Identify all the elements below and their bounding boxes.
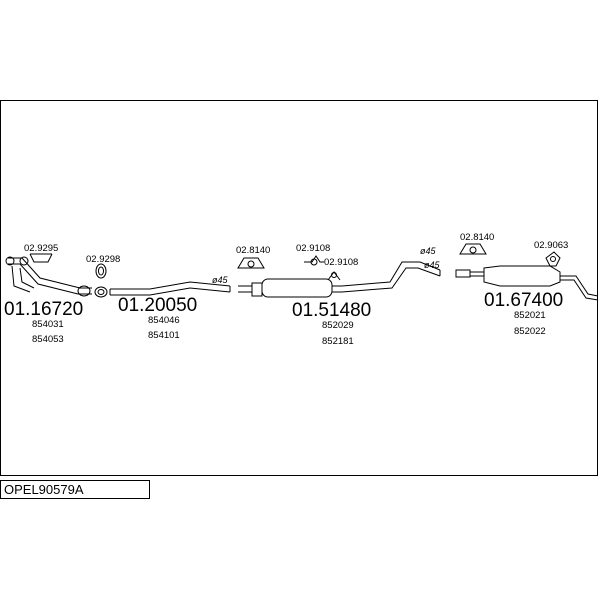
- part-ref-852029: 852029: [322, 320, 354, 331]
- gasket-02-9298-drawing: [95, 263, 107, 279]
- part-code-01-20050: 01.20050: [118, 295, 197, 316]
- diameter-label-1: ø45: [212, 275, 229, 285]
- hanger-02-9063-drawing: [545, 251, 561, 267]
- part-code-01-51480: 01.51480: [292, 300, 371, 321]
- accessory-label-02-9108-b: 02.9108: [324, 257, 358, 268]
- front-pipe-drawing: [5, 256, 92, 297]
- diagram-frame: [0, 100, 598, 476]
- hanger-02-9108-drawing: [304, 255, 341, 281]
- diagram-title: OPEL90579A: [0, 480, 150, 499]
- clamp-02-9295-drawing: [29, 253, 53, 263]
- accessory-label-02-8140-right: 02.8140: [460, 232, 494, 243]
- accessory-label-02-9108-a: 02.9108: [296, 243, 330, 254]
- hanger-02-8140-left-drawing: [237, 257, 265, 269]
- part-ref-852021: 852021: [514, 310, 546, 321]
- centre-silencer-drawing: [238, 261, 441, 298]
- part-code-01-16720: 01.16720: [4, 299, 83, 320]
- accessory-label-02-9298: 02.9298: [86, 254, 120, 265]
- diameter-label-2: ø45: [420, 246, 437, 256]
- accessory-label-02-9063: 02.9063: [534, 240, 568, 251]
- part-ref-852181: 852181: [322, 336, 354, 347]
- intermediate-pipe-drawing: [109, 281, 231, 296]
- part-ref-854053: 854053: [32, 334, 64, 345]
- part-ref-854101: 854101: [148, 330, 180, 341]
- accessory-label-02-9295: 02.9295: [24, 243, 58, 254]
- diameter-label-3: ø45: [424, 260, 441, 270]
- rear-silencer-drawing: [455, 265, 599, 301]
- part-ref-854046: 854046: [148, 315, 180, 326]
- flange-joint-drawing: [94, 286, 108, 298]
- part-ref-854031: 854031: [32, 319, 64, 330]
- accessory-label-02-8140-left: 02.8140: [236, 245, 270, 256]
- part-ref-852022: 852022: [514, 326, 546, 337]
- hanger-02-8140-right-drawing: [459, 243, 487, 255]
- part-code-01-67400: 01.67400: [484, 290, 563, 311]
